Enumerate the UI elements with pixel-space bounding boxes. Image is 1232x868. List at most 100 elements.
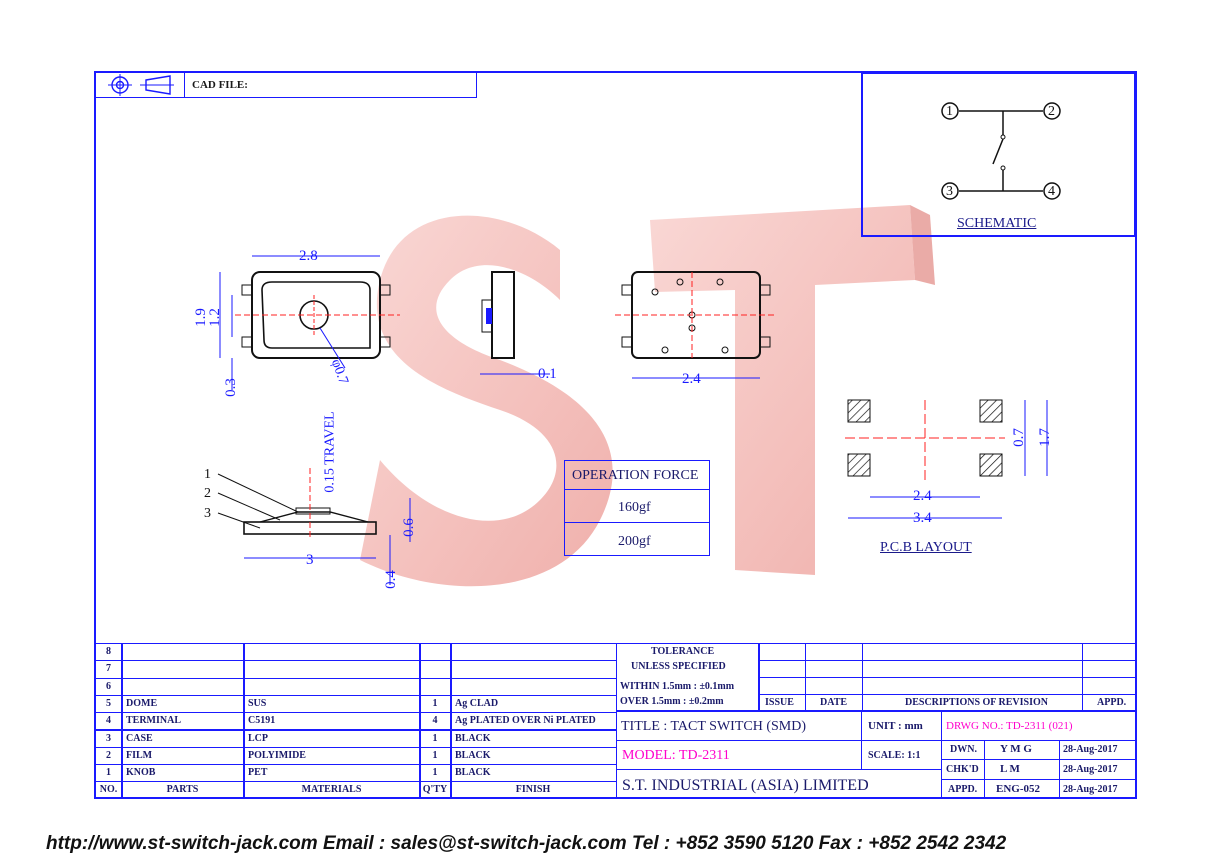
bom-no-text: 2 bbox=[106, 749, 111, 761]
bom-finish-text: Ag PLATED OVER Ni PLATED bbox=[455, 715, 596, 727]
tolerance-line-4: OVER 1.5mm : ±0.2mm bbox=[620, 696, 724, 707]
bom-no-text: 8 bbox=[106, 646, 111, 657]
pcb-layout-drawing bbox=[845, 399, 1048, 519]
bom-header-no-text: NO. bbox=[99, 784, 118, 796]
bom-material-text: LCP bbox=[248, 732, 268, 744]
bom-part-text: CASE bbox=[126, 732, 153, 744]
bom-no-text: 6 bbox=[106, 680, 111, 692]
dwn-label: DWN. bbox=[950, 744, 977, 755]
appd-label: APPD. bbox=[948, 784, 978, 795]
schematic-diagram bbox=[941, 102, 1061, 200]
bom-cell-part bbox=[121, 660, 245, 679]
callout-2: 2 bbox=[204, 486, 211, 501]
pcb-title: P.C.B LAYOUT bbox=[880, 540, 972, 555]
operation-force-value-2: 200gf bbox=[618, 534, 651, 549]
bom-header-material bbox=[243, 781, 421, 799]
pin-2-icon bbox=[1043, 102, 1061, 120]
appd-date: 28-Aug-2017 bbox=[1063, 784, 1118, 795]
bom-qty-text: 1 bbox=[432, 767, 438, 779]
dwn-value: Y M G bbox=[1000, 743, 1032, 755]
mechanical-views bbox=[217, 255, 775, 585]
bom-header-no bbox=[95, 781, 123, 799]
appd-value: ENG-052 bbox=[996, 783, 1040, 795]
drawing-frame bbox=[94, 71, 1137, 799]
bom-part-text: KNOB bbox=[126, 767, 156, 779]
bom-finish-text: BLACK bbox=[455, 767, 491, 779]
bom-cell-finish bbox=[450, 660, 617, 679]
bom-header-part-text: PARTS bbox=[166, 784, 199, 796]
revision-date: DATE bbox=[820, 697, 848, 708]
dim-travel: 0.15 TRAVEL bbox=[322, 411, 338, 493]
top-view bbox=[219, 255, 400, 390]
bom-qty-text: 1 bbox=[432, 697, 438, 709]
bom-no-text: 3 bbox=[106, 732, 111, 744]
pcb-h-inner: 0.7 bbox=[1010, 428, 1027, 447]
revision-desc: DESCRIPTIONS OF REVISION bbox=[905, 697, 1048, 708]
dim-front-width: 3 bbox=[306, 552, 314, 568]
pin-3-icon bbox=[941, 182, 959, 200]
bom-part-text: DOME bbox=[126, 697, 158, 709]
bom-header-qty-text: Q'TY bbox=[422, 784, 448, 796]
pcb-w-inner: 2.4 bbox=[913, 488, 932, 504]
callout-3: 3 bbox=[204, 506, 211, 521]
dim-top-offset: 0.3 bbox=[222, 378, 239, 397]
date-col bbox=[1059, 740, 1136, 799]
bom-cell-material bbox=[243, 694, 421, 714]
company-name: S.T. INDUSTRIAL (ASIA) LIMITED bbox=[622, 777, 869, 794]
side-view bbox=[480, 271, 550, 375]
pin-1-icon bbox=[941, 102, 959, 120]
model-text: MODEL: TD-2311 bbox=[622, 748, 730, 763]
bom-cell-qty bbox=[419, 677, 452, 696]
revision-row-1 bbox=[759, 660, 1136, 678]
cad-symbol-box bbox=[95, 72, 185, 98]
bom-cell-part bbox=[121, 677, 245, 696]
bom-cell-qty bbox=[419, 660, 452, 679]
operation-force-header: OPERATION FORCE bbox=[572, 468, 699, 483]
bom-header-part bbox=[121, 781, 245, 799]
bom-no-text: 1 bbox=[106, 767, 111, 779]
bom-material-text: POLYIMIDE bbox=[248, 749, 306, 761]
bom-qty-text: 4 bbox=[432, 715, 438, 727]
schematic-box bbox=[861, 72, 1136, 237]
dwn-date: 28-Aug-2017 bbox=[1063, 744, 1118, 755]
bom-cell-material bbox=[243, 729, 421, 748]
revision-header-row bbox=[759, 694, 1136, 711]
cad-file-label: CAD FILE: bbox=[192, 79, 248, 91]
schematic-title: SCHEMATIC bbox=[957, 216, 1037, 231]
operation-force-value-1: 160gf bbox=[618, 500, 651, 515]
dim-back-width: 2.4 bbox=[682, 371, 701, 387]
chk-date: 28-Aug-2017 bbox=[1063, 764, 1118, 775]
pin-4-icon bbox=[1043, 182, 1061, 200]
dim-total-height: 0.6 bbox=[400, 518, 417, 537]
bom-material-text: C5191 bbox=[248, 715, 276, 727]
pin-1-label: 1 bbox=[946, 104, 953, 119]
bom-header-qty bbox=[419, 781, 452, 799]
title-text: TITLE : TACT SWITCH (SMD) bbox=[621, 719, 807, 734]
chk-value: L M bbox=[1000, 763, 1020, 775]
bom-cell-material bbox=[243, 643, 421, 662]
revision-appd: APPD. bbox=[1097, 697, 1127, 708]
dim-top-width: 2.8 bbox=[299, 248, 318, 264]
pcb-h-outer: 1.7 bbox=[1036, 428, 1053, 447]
scale-text: SCALE: 1:1 bbox=[868, 750, 921, 761]
operation-force-row-1 bbox=[564, 489, 710, 523]
dim-top-inner: 1.2 bbox=[206, 308, 223, 327]
bom-no-text: 5 bbox=[106, 697, 111, 709]
chk-label: CHK'D bbox=[946, 764, 979, 775]
bom-no-text: 4 bbox=[106, 715, 111, 727]
bom-cell-material bbox=[243, 660, 421, 679]
back-view bbox=[615, 271, 775, 379]
bom-part-text: FILM bbox=[126, 749, 153, 761]
pin-2-label: 2 bbox=[1048, 104, 1055, 119]
pcb-w-outer: 3.4 bbox=[913, 510, 932, 526]
tolerance-line-3: WITHIN 1.5mm : ±0.1mm bbox=[620, 681, 735, 692]
bom-part-text: TERMINAL bbox=[126, 715, 182, 727]
revision-issue: ISSUE bbox=[765, 697, 794, 708]
projection-symbol-icon bbox=[108, 74, 174, 96]
bom-qty-text: 1 bbox=[432, 749, 438, 761]
bom-material-text: SUS bbox=[248, 697, 267, 709]
bom-finish-text: BLACK bbox=[455, 732, 491, 744]
tolerance-line-2: UNLESS SPECIFIED bbox=[631, 661, 726, 672]
bom-cell-material bbox=[243, 764, 421, 783]
sign-col bbox=[941, 740, 985, 799]
